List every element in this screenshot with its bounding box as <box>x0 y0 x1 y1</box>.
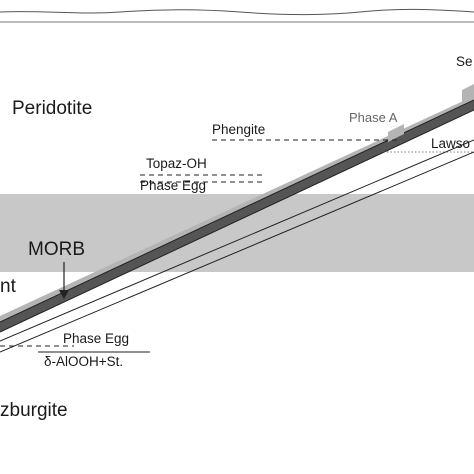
label-phase-egg-lower: Phase Egg <box>63 331 129 346</box>
label-sea: Se <box>456 54 473 69</box>
label-mantle-fragment: nt <box>0 276 17 297</box>
label-phase-egg-upper: Phase Egg <box>140 178 206 193</box>
label-lawsonite: Lawso <box>431 136 470 151</box>
slab-morb-layer <box>0 100 474 332</box>
label-peridotite: Peridotite <box>12 98 92 119</box>
transition-zone-band <box>0 194 474 272</box>
slab-morb-bottom-edge <box>0 109 474 333</box>
phase-a-marker <box>388 124 404 142</box>
label-harzburgite-fragment: zburgite <box>0 400 68 421</box>
slab-top-bump <box>462 84 474 104</box>
slab-lower-outline-2 <box>0 151 474 353</box>
slab-lower-outline-1 <box>0 139 474 342</box>
label-morb: MORB <box>28 239 85 260</box>
label-phase-a: Phase A <box>349 110 398 125</box>
label-delta-alooh: δ-AlOOH+St. <box>44 354 123 369</box>
sea-surface-line <box>0 8 474 16</box>
label-topaz-oh: Topaz-OH <box>146 156 207 171</box>
morb-arrow-head <box>59 290 69 299</box>
label-phengite: Phengite <box>212 122 265 137</box>
